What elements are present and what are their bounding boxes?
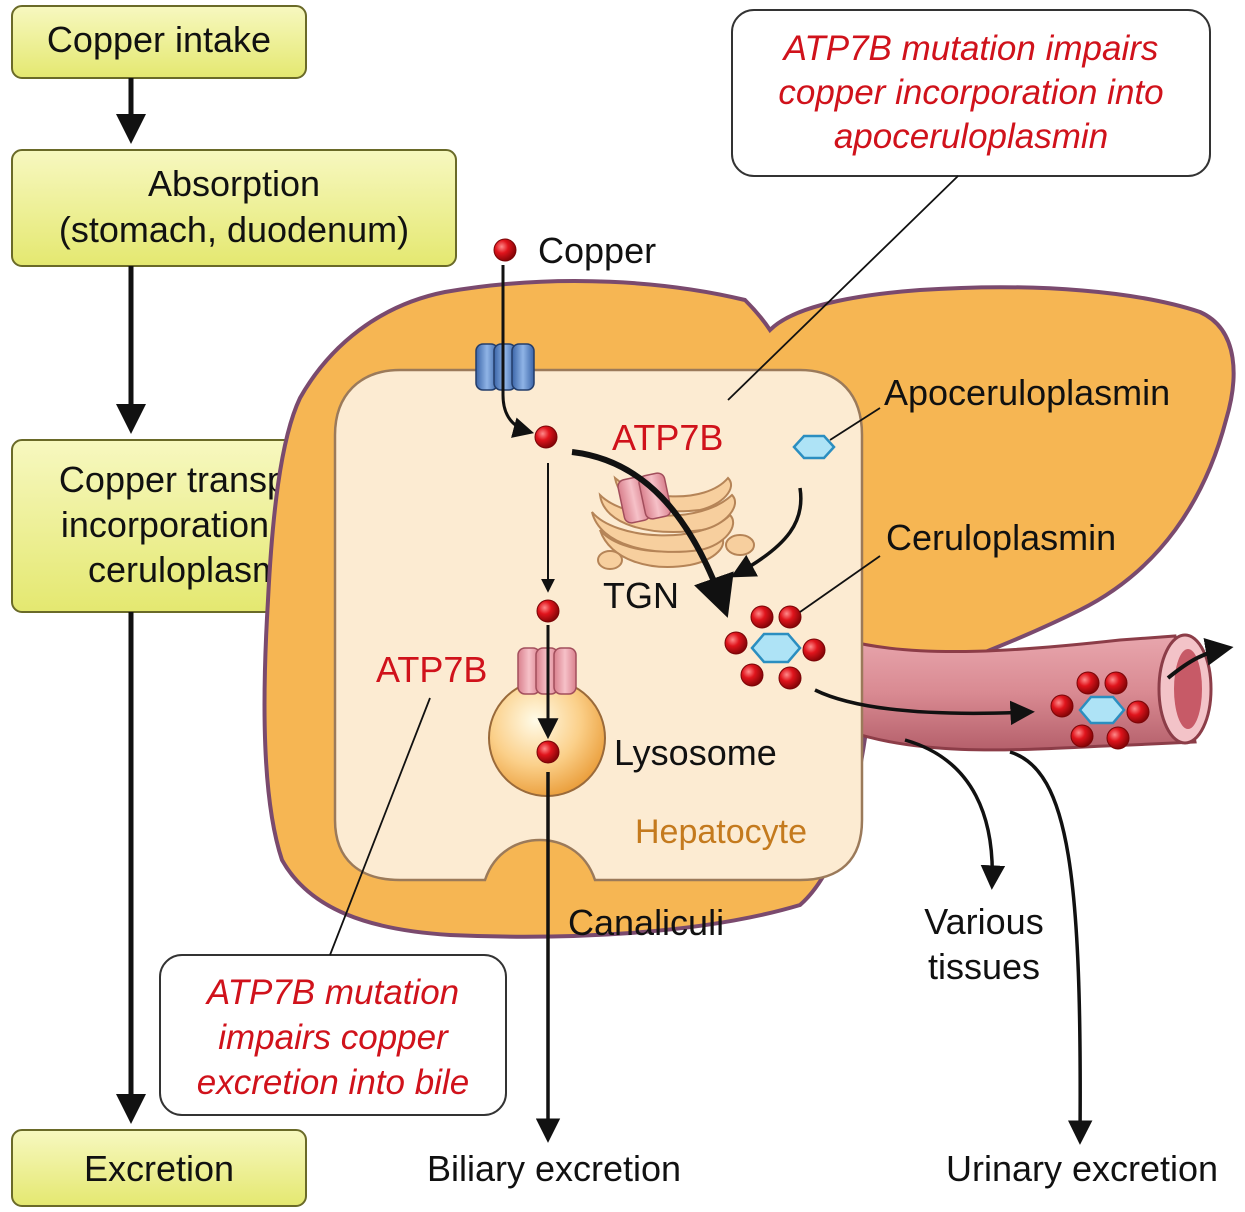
ceruloplasmin-complex-cell [724, 605, 826, 690]
copper-label: Copper [538, 230, 656, 271]
excretion-box [11, 1129, 307, 1207]
copper-entry-arrow [501, 265, 535, 438]
bottom-note-line-1: ATP7B mutation [205, 973, 459, 1012]
absorption-label-2: (stomach, duodenum) [59, 209, 409, 250]
top-note-line-1: ATP7B mutation impairs [782, 29, 1159, 68]
lysosome-label: Lysosome [614, 732, 777, 773]
apoceruloplasmin-hexagon [792, 434, 836, 460]
copper-ion-2 [536, 599, 560, 623]
various-tissues-label-1: Various [924, 901, 1043, 942]
blood-vessel [843, 633, 1213, 752]
biliary-excretion-label: Biliary excretion [427, 1148, 681, 1189]
hepatocyte-label: Hepatocyte [635, 813, 807, 851]
ceruloplasmin-leader [799, 555, 881, 613]
blood-out-arrow [1166, 638, 1234, 680]
bottom-note-box [159, 954, 507, 1116]
copper-ion-legend [493, 238, 517, 262]
various-tissues-label-2: tissues [928, 946, 1040, 987]
top-note-box [731, 9, 1211, 177]
intake-label: Copper intake [47, 19, 271, 60]
atp7b-lysosome-label: ATP7B [376, 649, 487, 690]
ceruloplasmin-complex-blood [1050, 671, 1150, 750]
intake-box [11, 5, 307, 79]
bottom-note-line-3: excretion into bile [197, 1063, 469, 1102]
apo-to-tgn-arrow [730, 487, 803, 578]
urinary-excretion-label: Urinary excretion [946, 1148, 1218, 1189]
top-note-line-3: apoceruloplasmin [834, 117, 1108, 156]
ceruloplasmin-label: Ceruloplasmin [886, 517, 1116, 558]
top-note-leader [727, 175, 959, 401]
copper-to-tgn-arrow [571, 449, 734, 618]
atp7b-golgi-label: ATP7B [612, 417, 723, 458]
excretion-label: Excretion [84, 1148, 234, 1189]
to-tissues-arrow [904, 738, 1006, 890]
copper-ion-lysosome [536, 740, 560, 764]
canaliculi-label: Canaliculi [568, 902, 724, 943]
apoceruloplasmin-leader [829, 407, 881, 441]
bottom-note-leader [329, 697, 431, 956]
absorption-label-1: Absorption [148, 163, 320, 204]
tgn-label: TGN [603, 575, 679, 616]
copper-ion-cytosol [534, 425, 558, 449]
cell-to-blood-arrow [814, 688, 1035, 726]
apoceruloplasmin-label: Apoceruloplasmin [884, 372, 1170, 413]
bottom-note-line-2: impairs copper [218, 1018, 449, 1057]
top-note-line-2: copper incorporation into [778, 73, 1163, 112]
absorption-box [11, 149, 457, 267]
membrane-channel [475, 343, 535, 391]
to-urine-arrow [1009, 750, 1093, 1145]
